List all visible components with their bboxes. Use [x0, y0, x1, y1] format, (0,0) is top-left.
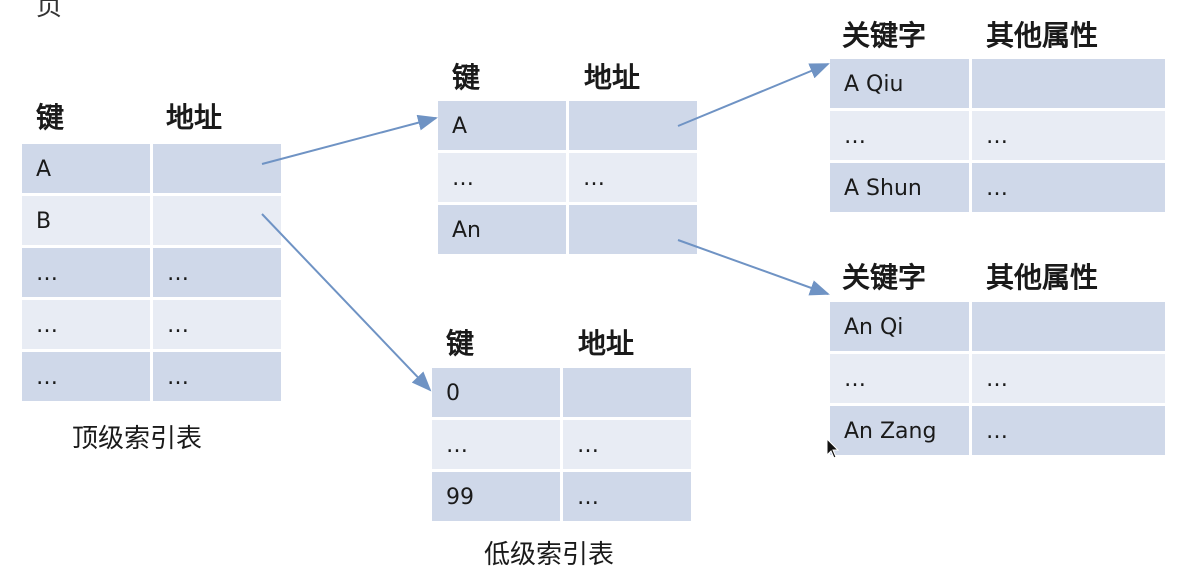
table-row: An Qi [830, 302, 1168, 354]
arrow-top-a-to-mid [261, 114, 438, 165]
partial-title-fragment: 页 [36, 0, 63, 22]
address-cell: … [153, 352, 284, 404]
key-cell: 99 [432, 472, 563, 524]
table-row: A [438, 101, 700, 153]
table-row: A [22, 144, 284, 196]
table-row: … … [438, 153, 700, 205]
table-row: … … [432, 420, 694, 472]
arrow-mid-a-to-record-1 [677, 63, 830, 127]
table-row: … … [22, 300, 284, 352]
address-cell [569, 205, 700, 257]
key-cell: A [22, 144, 153, 196]
table-row: … … [22, 352, 284, 404]
table-row: A Qiu [830, 59, 1168, 111]
key-cell: … [432, 420, 563, 472]
address-cell [569, 101, 700, 153]
mid-index-table: A … … An [438, 101, 700, 257]
attributes-cell: … [972, 111, 1168, 163]
low-table-key-header: 键 [446, 327, 475, 360]
address-cell: … [563, 420, 694, 472]
address-cell: … [153, 300, 284, 352]
record-table-2: An Qi … … An Zang … [830, 302, 1168, 458]
key-cell: B [22, 196, 153, 248]
attributes-cell: … [972, 354, 1168, 406]
top-table-caption: 顶级索引表 [72, 424, 203, 454]
keyword-cell: A Shun [830, 163, 972, 215]
table-row: … … [830, 111, 1168, 163]
table-row: … … [22, 248, 284, 300]
table-row: … … [830, 354, 1168, 406]
table-row: A Shun … [830, 163, 1168, 215]
low-table-caption: 低级索引表 [484, 540, 615, 570]
top-index-table: A B … … … … … … [22, 144, 284, 404]
attributes-cell: … [972, 406, 1168, 458]
keyword-cell: … [830, 111, 972, 163]
address-cell [563, 368, 694, 420]
table-row: An Zang … [830, 406, 1168, 458]
key-cell: … [22, 248, 153, 300]
table-row: An [438, 205, 700, 257]
low-index-table: 0 … … 99 … [432, 368, 694, 524]
attributes-cell: … [972, 163, 1168, 215]
keyword-cell: A Qiu [830, 59, 972, 111]
mouse-cursor-icon [826, 438, 840, 459]
attributes-cell [972, 59, 1168, 111]
table-row: 0 [432, 368, 694, 420]
top-table-key-header: 键 [36, 101, 65, 134]
arrow-mid-an-to-record-2 [677, 239, 830, 296]
low-table-address-header: 地址 [578, 327, 635, 360]
key-cell: A [438, 101, 569, 153]
address-cell: … [569, 153, 700, 205]
record-table-1-keyword-header: 关键字 [842, 19, 927, 52]
record-table-1: A Qiu … … A Shun … [830, 59, 1168, 215]
address-cell [153, 196, 284, 248]
mid-table-key-header: 键 [452, 61, 481, 94]
address-cell [153, 144, 284, 196]
key-cell: 0 [432, 368, 563, 420]
address-cell: … [153, 248, 284, 300]
table-row: B [22, 196, 284, 248]
record-table-2-attributes-header: 其他属性 [986, 261, 1099, 294]
key-cell: … [22, 352, 153, 404]
key-cell: An [438, 205, 569, 257]
keyword-cell: An Zang [830, 406, 972, 458]
top-table-address-header: 地址 [166, 101, 223, 134]
table-row: 99 … [432, 472, 694, 524]
keyword-cell: An Qi [830, 302, 972, 354]
record-table-2-keyword-header: 关键字 [842, 261, 927, 294]
key-cell: … [438, 153, 569, 205]
attributes-cell [972, 302, 1168, 354]
arrow-top-b-to-low [261, 213, 432, 392]
mid-table-address-header: 地址 [584, 61, 641, 94]
keyword-cell: … [830, 354, 972, 406]
record-table-1-attributes-header: 其他属性 [986, 19, 1099, 52]
address-cell: … [563, 472, 694, 524]
key-cell: … [22, 300, 153, 352]
